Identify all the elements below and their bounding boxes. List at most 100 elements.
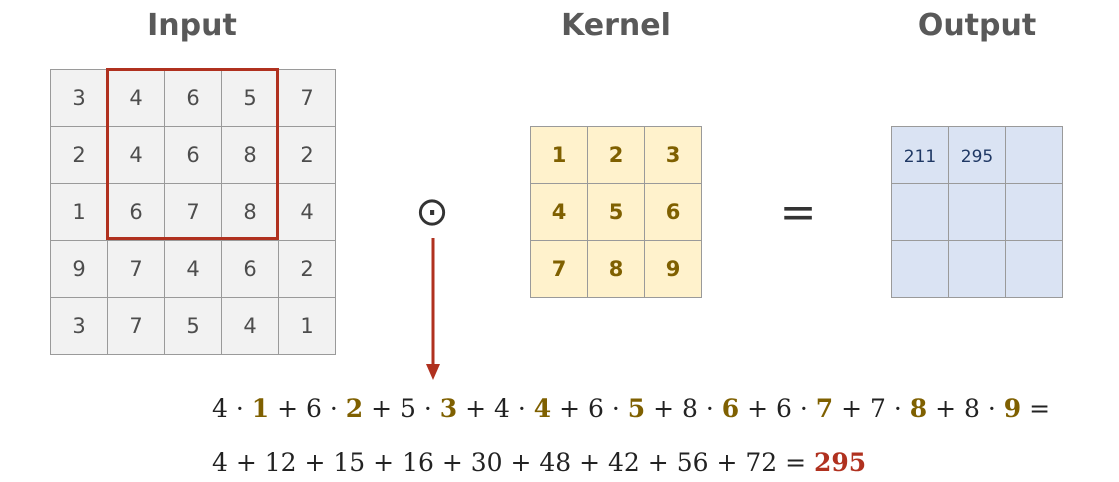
input-cell-r2-c1: 6 [108,184,165,241]
kernel-cell-r0-c0: 1 [531,127,588,184]
input-cell-r4-c0: 3 [51,298,108,355]
sum-term: 15 [333,448,366,477]
product-kernel-term: 9 [1003,394,1022,423]
kernel-window-highlight [106,68,279,240]
sum-term: 4 [212,448,228,477]
input-cell-r0-c0: 3 [51,70,108,127]
sum-term: 72 [745,448,778,477]
plus-sign: + [639,448,677,477]
multiply-dot: · [321,394,346,423]
input-cell-r2-c2: 7 [165,184,222,241]
equals-sign: = [1021,394,1051,423]
product-input-term: 6 [306,394,322,423]
multiply-dot: · [791,394,816,423]
kernel-cell-r2-c1: 8 [588,241,645,298]
product-kernel-term: 8 [909,394,928,423]
elementwise-product-operator: ⊙ [415,189,449,235]
sum-term: 30 [470,448,503,477]
input-cell-r4-c4: 1 [279,298,336,355]
plus-sign: + [645,394,682,423]
output-cell-r2-c1 [949,241,1006,298]
plus-sign: + [433,448,471,477]
product-kernel-term: 5 [627,394,646,423]
output-title: Output [917,8,1037,43]
plus-sign: + [927,394,964,423]
result-value: 295 [814,448,867,477]
output-cell-r2-c2 [1006,241,1063,298]
kernel-cell-r2-c0: 7 [531,241,588,298]
sum-term: 42 [608,448,640,477]
equals-sign: = [779,186,817,238]
multiply-dot: · [697,394,722,423]
input-cell-r3-c3: 6 [222,241,279,298]
product-kernel-term: 4 [533,394,552,423]
plus-sign: + [269,394,306,423]
kernel-cell-r1-c2: 6 [645,184,702,241]
sum-term: 12 [264,448,297,477]
input-cell-r1-c4: 2 [279,127,336,184]
output-cell-r1-c0 [892,184,949,241]
plus-sign: + [457,394,494,423]
kernel-title: Kernel [561,8,671,43]
product-input-term: 4 [212,394,228,423]
kernel-cell-r0-c1: 2 [588,127,645,184]
plus-sign: + [571,448,609,477]
product-kernel-term: 7 [815,394,834,423]
kernel-cell-r1-c1: 5 [588,184,645,241]
plus-sign: + [502,448,540,477]
input-cell-r3-c2: 4 [165,241,222,298]
input-cell-r1-c0: 2 [51,127,108,184]
output-cell-r0-c1: 295 [949,127,1006,184]
down-arrow-icon [426,238,440,380]
plus-sign: + [365,448,403,477]
input-title: Input [147,8,237,43]
product-input-term: 6 [776,394,792,423]
plus-sign: + [833,394,870,423]
plus-sign: + [363,394,400,423]
product-kernel-term: 1 [251,394,270,423]
sum-term: 56 [676,448,709,477]
multiply-dot: · [979,394,1004,423]
kernel-cell-r1-c0: 4 [531,184,588,241]
product-kernel-term: 3 [439,394,458,423]
products-equation: 4 · 1 + 6 · 2 + 5 · 3 + 4 · 4 + 6 · 5 + … [212,394,1050,423]
input-cell-r0-c4: 7 [279,70,336,127]
sum-term: 48 [539,448,572,477]
equals-sign: = [777,448,814,477]
product-input-term: 8 [682,394,698,423]
sum-term: 16 [402,448,434,477]
plus-sign: + [739,394,776,423]
multiply-dot: · [603,394,628,423]
input-cell-r1-c1: 4 [108,127,165,184]
input-cell-r1-c2: 6 [165,127,222,184]
input-cell-r0-c1: 4 [108,70,165,127]
input-cell-r2-c3: 8 [222,184,279,241]
plus-sign: + [551,394,588,423]
product-input-term: 6 [588,394,604,423]
plus-sign: + [708,448,746,477]
product-input-term: 8 [964,394,980,423]
multiply-dot: · [415,394,440,423]
input-cell-r4-c1: 7 [108,298,165,355]
output-cell-r1-c1 [949,184,1006,241]
input-cell-r2-c4: 4 [279,184,336,241]
kernel-cell-r2-c2: 9 [645,241,702,298]
input-cell-r3-c1: 7 [108,241,165,298]
output-cell-r1-c2 [1006,184,1063,241]
input-cell-r3-c0: 9 [51,241,108,298]
multiply-dot: · [227,394,252,423]
product-input-term: 5 [400,394,416,423]
multiply-dot: · [885,394,910,423]
output-cell-r0-c2 [1006,127,1063,184]
product-input-term: 7 [870,394,886,423]
product-input-term: 4 [494,394,510,423]
plus-sign: + [296,448,334,477]
input-cell-r2-c0: 1 [51,184,108,241]
sum-equation: 4 + 12 + 15 + 16 + 30 + 48 + 42 + 56 + 7… [212,448,866,477]
input-cell-r4-c3: 4 [222,298,279,355]
kernel-cell-r0-c2: 3 [645,127,702,184]
input-cell-r3-c4: 2 [279,241,336,298]
